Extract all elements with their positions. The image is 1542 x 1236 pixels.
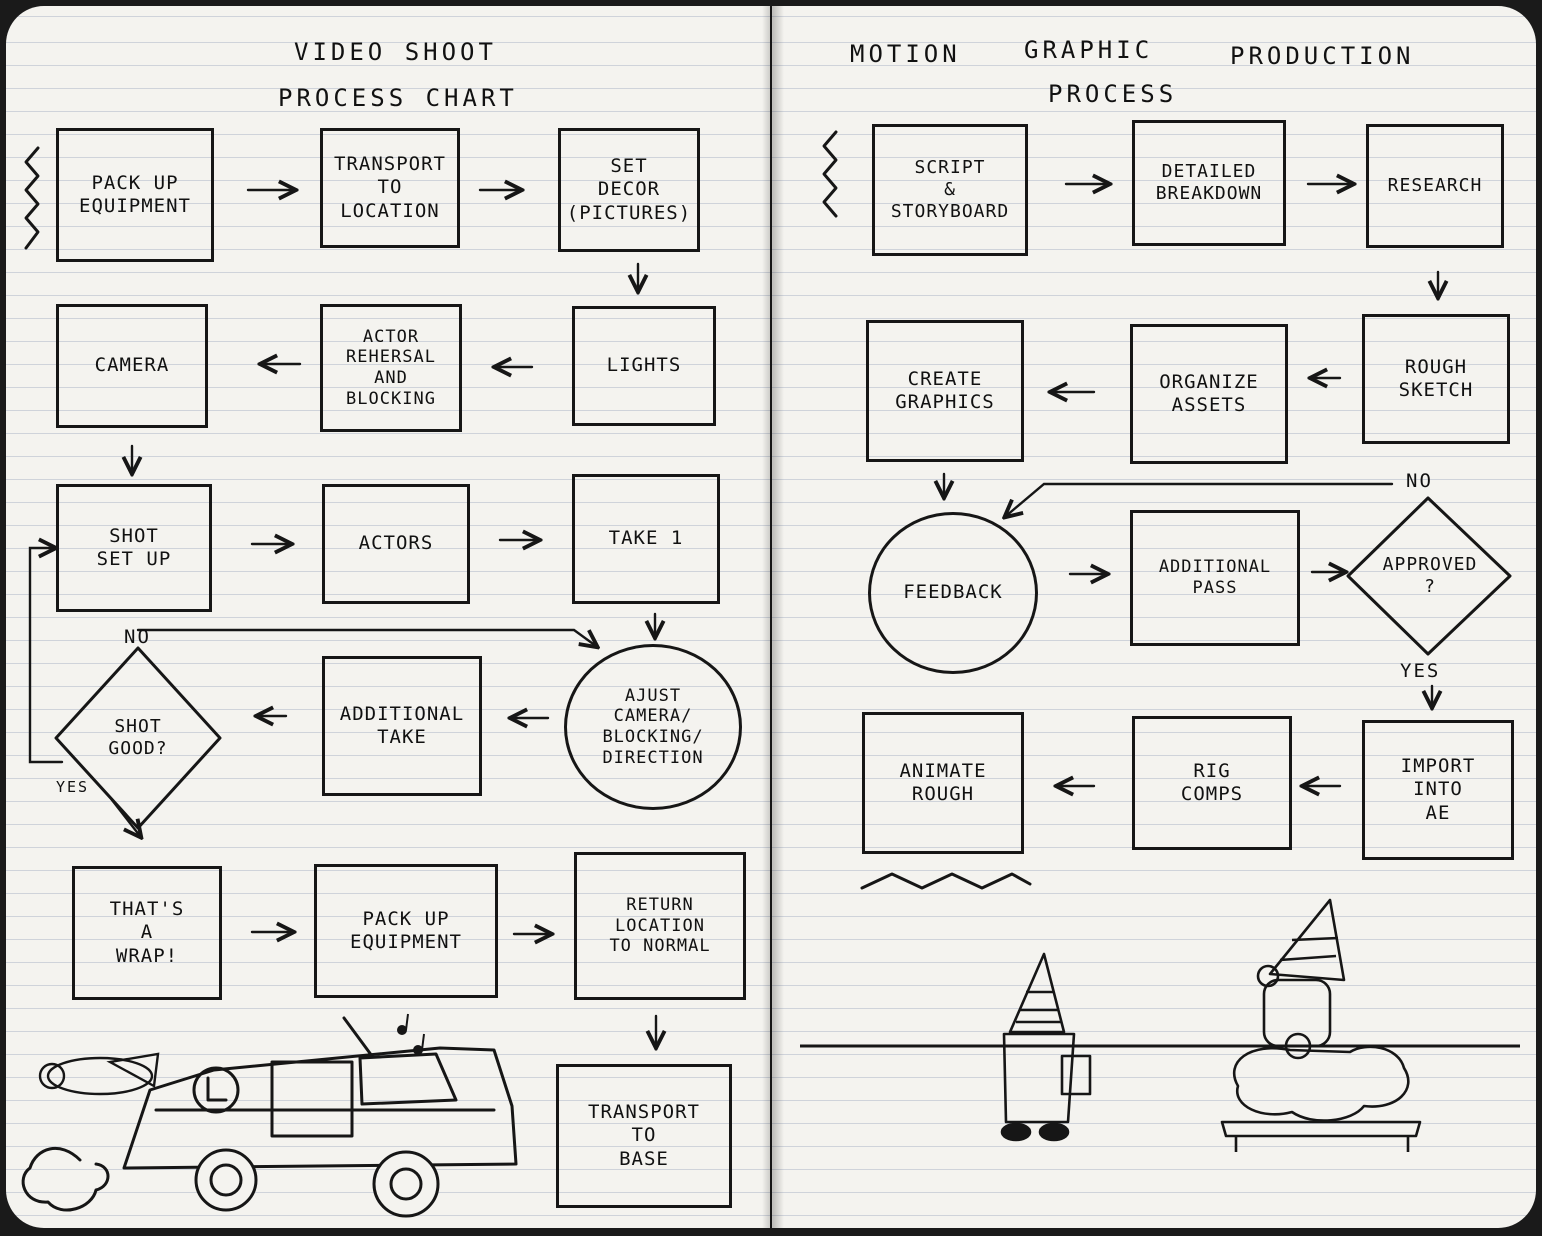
right-title-word-2: GRAPHIC xyxy=(1024,36,1154,64)
flying-gnome-doodle xyxy=(38,1052,160,1096)
music-notes-doodle xyxy=(397,1013,425,1055)
node-label: FEEDBACK xyxy=(903,581,1003,604)
right-title-word-3: PRODUCTION xyxy=(1230,42,1415,70)
node-label: THAT'S A WRAP! xyxy=(109,898,185,967)
node-camera: CAMERA xyxy=(56,304,208,428)
node-detailed-breakdown: DETAILED BREAKDOWN xyxy=(1132,120,1286,246)
arrow xyxy=(1006,482,1394,516)
node-label: DETAILED BREAKDOWN xyxy=(1155,161,1263,204)
node-rig-comps: RIG COMPS xyxy=(1132,716,1292,850)
node-transport-to-base: TRANSPORT TO BASE xyxy=(556,1064,732,1208)
node-label: ANIMATE ROUGH xyxy=(899,759,987,805)
node-label: SCRIPT & STORYBOARD xyxy=(890,157,1010,222)
node-label: SET DECOR (PICTURES) xyxy=(566,155,692,224)
node-label: TRANSPORT TO LOCATION xyxy=(334,153,446,222)
node-label: CREATE GRAPHICS xyxy=(895,367,995,413)
arrow xyxy=(28,548,64,764)
gnome-with-clipboard-doodle xyxy=(1000,952,1092,1142)
node-import-into-ae: IMPORT INTO AE xyxy=(1362,720,1514,860)
yes-label: YES xyxy=(1400,660,1441,682)
node-pack-up-equipment-2: PACK UP EQUIPMENT xyxy=(314,864,498,998)
node-research: RESEARCH xyxy=(1366,124,1504,248)
node-actor-rehersal: ACTOR REHERSAL AND BLOCKING xyxy=(320,304,462,432)
node-script-storyboard: SCRIPT & STORYBOARD xyxy=(872,124,1028,256)
node-rough-sketch: ROUGH SKETCH xyxy=(1362,314,1510,444)
node-organize-assets: ORGANIZE ASSETS xyxy=(1130,324,1288,464)
node-label: RESEARCH xyxy=(1387,175,1483,197)
arrow xyxy=(136,628,596,646)
node-feedback: FEEDBACK xyxy=(868,512,1038,674)
node-label: ADDITIONAL TAKE xyxy=(339,702,465,748)
node-ajust-camera: AJUST CAMERA/ BLOCKING/ DIRECTION xyxy=(564,644,742,810)
node-label: SHOT SET UP xyxy=(96,524,172,570)
node-label: PACK UP EQUIPMENT xyxy=(79,171,191,217)
node-label: AJUST CAMERA/ BLOCKING/ DIRECTION xyxy=(602,685,704,768)
node-return-location: RETURN LOCATION TO NORMAL xyxy=(574,852,746,1000)
node-label: ADDITIONAL PASS xyxy=(1158,557,1272,598)
yes-label: YES xyxy=(56,778,90,796)
arrow xyxy=(110,798,140,836)
squiggle-mark xyxy=(822,130,838,218)
notebook-gutter xyxy=(762,6,784,1228)
node-label: TRANSPORT TO BASE xyxy=(588,1101,700,1170)
right-subtitle: PROCESS xyxy=(1048,80,1178,108)
approved-diamond xyxy=(1346,496,1512,656)
node-shot-set-up: SHOT SET UP xyxy=(56,484,212,612)
node-label: ACTOR REHERSAL AND BLOCKING xyxy=(346,326,436,409)
node-label: LIGHTS xyxy=(606,354,682,377)
no-label: NO xyxy=(1406,470,1433,492)
node-label: RIG COMPS xyxy=(1180,759,1244,805)
node-animate-rough: ANIMATE ROUGH xyxy=(862,712,1024,854)
no-label: NO xyxy=(124,626,151,648)
node-label: ORGANIZE ASSETS xyxy=(1159,370,1259,416)
squiggle-mark xyxy=(24,146,40,250)
node-transport-to-location: TRANSPORT TO LOCATION xyxy=(320,128,460,248)
node-label: ROUGH SKETCH xyxy=(1398,355,1474,401)
node-thats-a-wrap: THAT'S A WRAP! xyxy=(72,866,222,1000)
left-title: VIDEO SHOOT xyxy=(294,38,497,66)
node-additional-pass: ADDITIONAL PASS xyxy=(1130,510,1300,646)
left-page xyxy=(6,6,770,1228)
right-title-word-1: MOTION xyxy=(850,40,961,68)
node-label: PACK UP EQUIPMENT xyxy=(350,907,462,953)
node-additional-take: ADDITIONAL TAKE xyxy=(322,656,482,796)
node-set-decor: SET DECOR (PICTURES) xyxy=(558,128,700,252)
node-label: CAMERA xyxy=(94,354,170,377)
node-pack-up-equipment: PACK UP EQUIPMENT xyxy=(56,128,214,262)
node-label: ACTORS xyxy=(358,532,434,555)
node-label: TAKE 1 xyxy=(608,527,684,550)
node-lights: LIGHTS xyxy=(572,306,716,426)
node-label: RETURN LOCATION TO NORMAL xyxy=(609,894,711,957)
zigzag-mark xyxy=(860,872,1032,890)
left-subtitle: PROCESS CHART xyxy=(278,84,518,112)
node-shot-good: SHOT GOOD? xyxy=(108,716,168,759)
node-actors: ACTORS xyxy=(322,484,470,604)
node-take-1: TAKE 1 xyxy=(572,474,720,604)
gnome-on-cloud-doodle xyxy=(1220,898,1422,1152)
van-doodle xyxy=(21,1016,518,1218)
node-approved: APPROVED ? xyxy=(1382,554,1478,597)
node-label: IMPORT INTO AE xyxy=(1400,755,1476,824)
node-create-graphics: CREATE GRAPHICS xyxy=(866,320,1024,462)
